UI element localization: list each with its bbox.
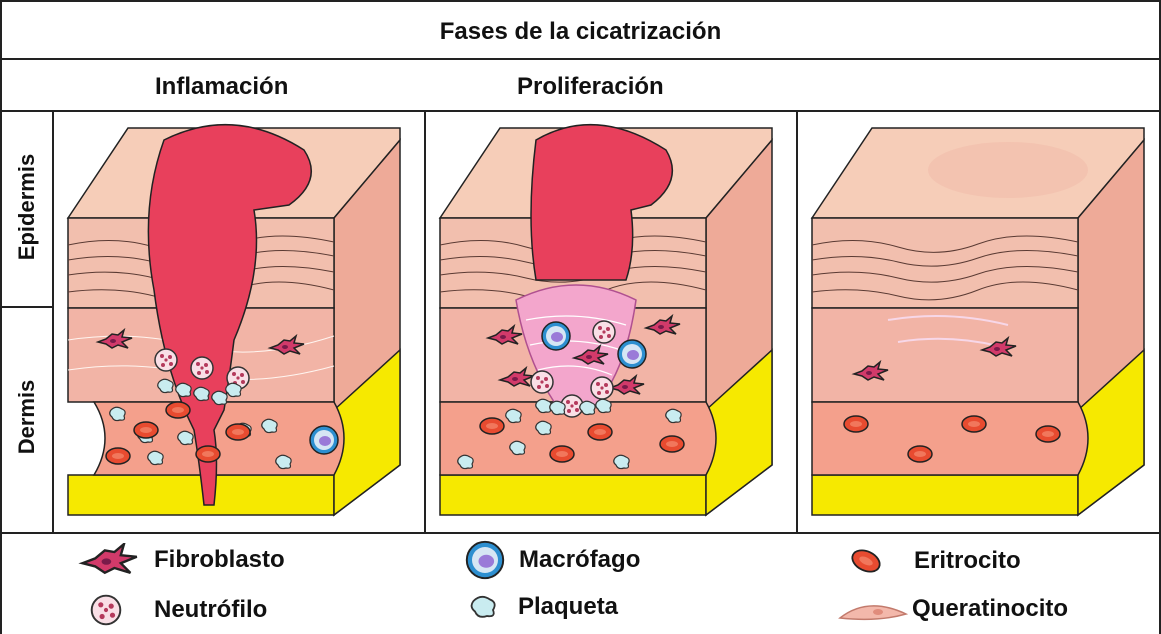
- legend-item-fibroblast: Fibroblasto: [76, 543, 285, 577]
- legend-label-platelet: Plaqueta: [518, 593, 618, 621]
- fibroblast-icon: [76, 543, 140, 577]
- legend-label-macrophage: Macrófago: [519, 546, 640, 574]
- erythrocyte-icon: [846, 546, 886, 576]
- panel-remodeling: [798, 110, 1161, 532]
- panel-proliferation: [426, 110, 796, 532]
- frame-left-line: [0, 0, 2, 634]
- platelet-icon: [468, 592, 500, 622]
- frame-legend-line: [0, 532, 1161, 534]
- legend-item-erythrocyte: Eritrocito: [846, 546, 1021, 576]
- layer-label-dermis: Dermis: [14, 367, 38, 467]
- legend-item-macrophage: Macrófago: [465, 540, 640, 580]
- legend-label-neutrophil: Neutrófilo: [154, 596, 267, 624]
- legend-item-platelet: Plaqueta: [468, 592, 618, 622]
- legend-item-keratinocyte: Queratinocito: [838, 594, 1068, 624]
- panel-inflammation: [54, 110, 424, 532]
- keratinocyte-icon: [838, 594, 908, 624]
- layer-label-epidermis: Epidermis: [14, 147, 38, 267]
- frame-layer-divider: [0, 306, 52, 308]
- legend-item-neutrophil: Neutrófilo: [86, 592, 267, 628]
- legend-label-fibroblast: Fibroblasto: [154, 546, 285, 574]
- legend-label-erythrocyte: Eritrocito: [914, 547, 1021, 575]
- phase-label-inflammation: Inflamación: [155, 73, 288, 101]
- macrophage-icon: [465, 540, 505, 580]
- diagram-title: Fases de la cicatrización: [0, 18, 1161, 46]
- phase-label-proliferation: Proliferación: [517, 73, 664, 101]
- legend-label-keratinocyte: Queratinocito: [912, 595, 1068, 623]
- frame-title-line: [0, 58, 1161, 60]
- neutrophil-icon: [86, 592, 126, 628]
- frame-top-line: [0, 0, 1161, 2]
